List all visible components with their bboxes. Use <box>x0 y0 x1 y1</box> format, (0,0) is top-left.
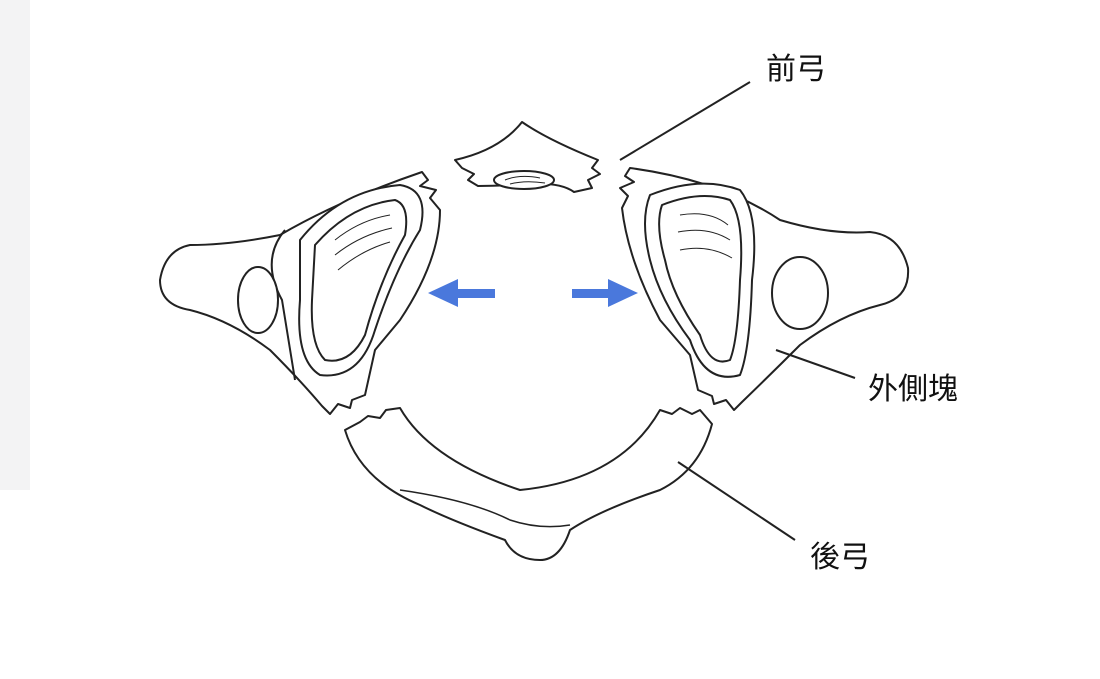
posterior-arch <box>344 407 713 561</box>
lateral-mass-leader <box>775 349 856 379</box>
posterior-arch-label: 後弓 <box>810 540 870 575</box>
anterior-arch-leader <box>619 81 751 161</box>
left-lateral-mass <box>159 171 441 415</box>
scan-edge <box>0 0 30 490</box>
right-lateral-mass <box>619 167 910 411</box>
anterior-arch-fragment <box>454 121 601 193</box>
anterior-arch-label: 前弓 <box>766 52 826 87</box>
lateral-mass-label: 外側塊 <box>868 372 958 407</box>
right-arrow-icon <box>572 279 638 307</box>
posterior-arch-leader <box>677 461 796 541</box>
left-arrow-icon <box>428 279 495 307</box>
